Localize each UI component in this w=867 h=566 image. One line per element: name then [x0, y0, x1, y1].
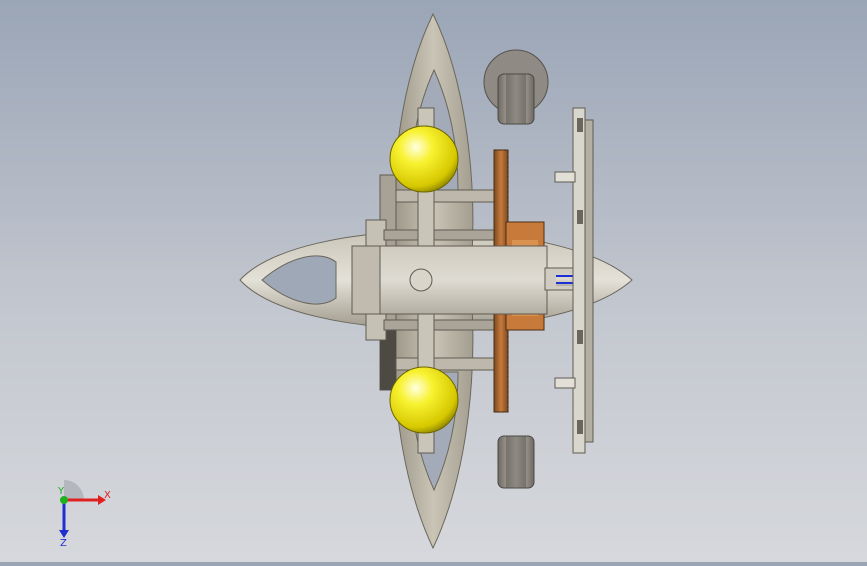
top-pulley	[483, 49, 549, 125]
y-axis-dot	[60, 496, 68, 504]
bottom-ball	[389, 366, 459, 434]
side-board	[554, 107, 594, 454]
y-axis-label: Y	[57, 486, 65, 497]
z-axis-label: Z	[60, 538, 67, 548]
center-housing	[351, 245, 578, 315]
top-ball	[389, 125, 459, 193]
bottom-pulley	[497, 435, 535, 489]
orientation-triad: X Y Z	[44, 478, 124, 549]
x-axis-label: X	[104, 490, 111, 501]
